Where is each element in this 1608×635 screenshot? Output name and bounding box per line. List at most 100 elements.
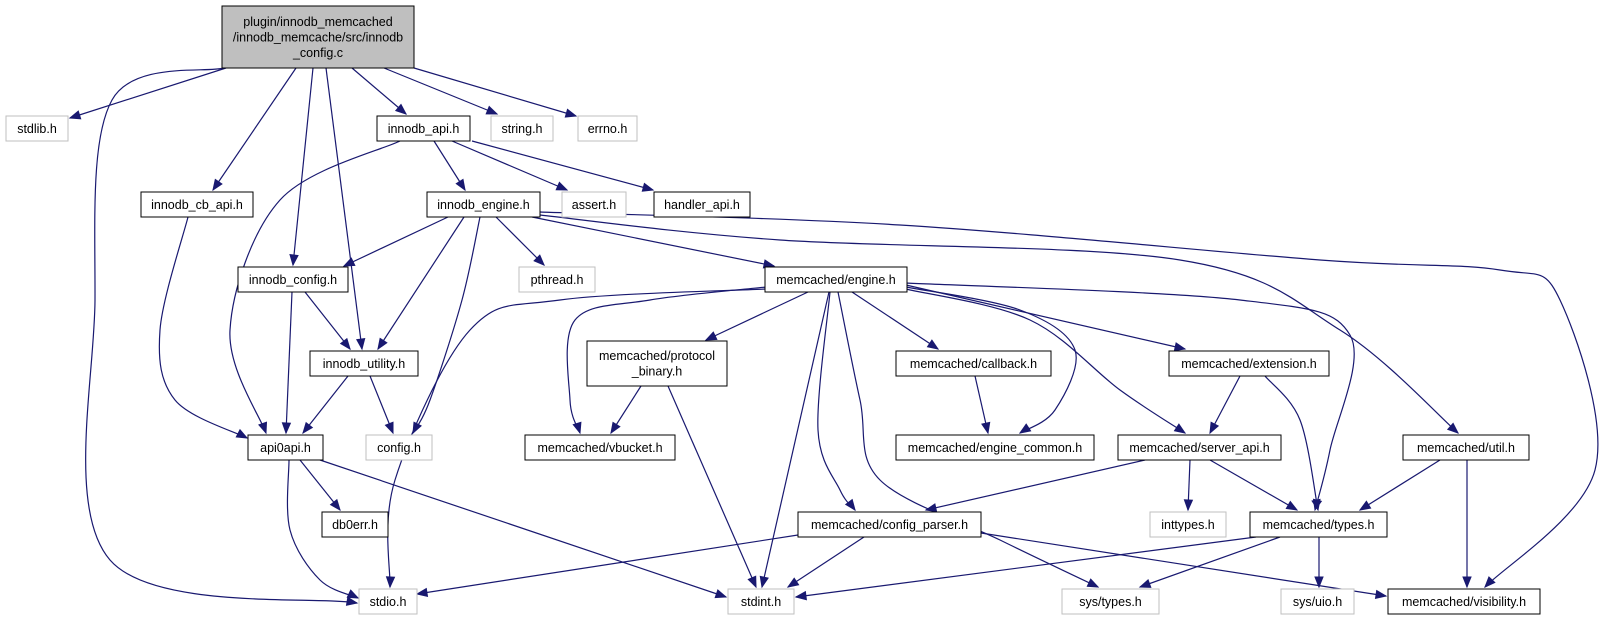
- node-mc-types[interactable]: memcached/types.h: [1249, 511, 1388, 538]
- edge-line: [795, 536, 1257, 598]
- edge-innodb_engine-to-pthread: [495, 216, 545, 266]
- node-handler-api[interactable]: handler_api.h: [653, 191, 751, 218]
- edge-mc_server_api-to-mc_types: [1209, 459, 1299, 511]
- node-label: memcached/types.h: [1263, 518, 1375, 532]
- node-label: innodb_utility.h: [323, 357, 406, 371]
- node-label: stdio.h: [370, 595, 407, 609]
- node-box: [140, 191, 254, 218]
- edge-arrowhead: [844, 498, 856, 512]
- node-mc-server-api[interactable]: memcached/server_api.h: [1117, 434, 1282, 461]
- node-label: db0err.h: [332, 518, 378, 532]
- node-label: memcached/engine.h: [776, 273, 896, 287]
- edge-line: [1209, 375, 1241, 434]
- node-label: string.h: [502, 122, 543, 136]
- edge-arrowhead: [714, 589, 728, 599]
- edge-arrowhead: [1173, 342, 1187, 352]
- node-root[interactable]: plugin/innodb_memcached/innodb_memcache/…: [221, 5, 415, 69]
- edge-arrowhead: [1173, 423, 1187, 434]
- edge-line: [667, 385, 757, 588]
- edge-mc_server_api-to-mc_config_parser: [924, 459, 1146, 513]
- node-label: _config.c: [292, 46, 343, 60]
- edge-arrowhead: [1138, 579, 1152, 588]
- edge-line: [925, 459, 1146, 511]
- node-mc-engine[interactable]: memcached/engine.h: [764, 266, 908, 293]
- edge-arrowhead: [1446, 422, 1460, 434]
- edge-arrowhead: [415, 587, 429, 598]
- node-innodb-engine[interactable]: innodb_engine.h: [426, 191, 541, 218]
- node-mc-util[interactable]: memcached/util.h: [1402, 434, 1530, 461]
- node-label: plugin/innodb_memcached: [243, 15, 392, 29]
- edge-arrowhead: [786, 577, 800, 588]
- edge-mc_util-to-mc_visibility: [1462, 460, 1472, 589]
- edge-line: [229, 140, 401, 434]
- edge-mc_config_parser-to-stdint: [786, 536, 865, 588]
- node-box: [309, 350, 419, 377]
- node-db0err[interactable]: db0err.h: [321, 511, 389, 538]
- edge-line: [383, 67, 498, 115]
- node-mc-protocol-binary[interactable]: memcached/protocol_binary.h: [586, 340, 728, 387]
- node-label: inttypes.h: [1161, 518, 1215, 532]
- edge-line: [1209, 459, 1298, 511]
- edge-line: [705, 291, 809, 341]
- edge-innodb_engine-to-mc_util: [539, 214, 1460, 434]
- edge-root-to-stdlib: [68, 67, 227, 120]
- node-mc-engine-common[interactable]: memcached/engine_common.h: [895, 434, 1095, 461]
- node-sys-types: sys/types.h: [1061, 588, 1160, 615]
- edge-innodb_engine-to-mc_engine: [531, 216, 776, 269]
- edge-line: [539, 211, 1599, 588]
- edge-arrowhead: [564, 108, 578, 118]
- node-mc-extension[interactable]: memcached/extension.h: [1168, 350, 1330, 377]
- node-mc-visibility[interactable]: memcached/visibility.h: [1387, 588, 1541, 615]
- edge-innodb_utility-to-config: [369, 375, 394, 435]
- node-box: [1117, 434, 1282, 461]
- edge-mc_server_api-to-inttypes: [1183, 459, 1194, 512]
- edge-arrowhead: [258, 421, 268, 435]
- node-label: sys/types.h: [1079, 595, 1142, 609]
- edge-arrowhead: [1311, 498, 1321, 512]
- edge-line: [285, 291, 293, 434]
- node-innodb-config[interactable]: innodb_config.h: [237, 266, 349, 293]
- edge-line: [905, 282, 1355, 511]
- edge-mc_engine-to-mc_config_parser: [817, 291, 856, 512]
- edge-arrowhead: [924, 503, 938, 513]
- edge-arrowhead: [794, 590, 807, 601]
- node-innodb-api[interactable]: innodb_api.h: [376, 115, 471, 142]
- node-box: [1249, 511, 1388, 538]
- edge-innodb_cb_api-to-api0api: [158, 216, 249, 439]
- edge-line: [302, 375, 349, 434]
- edge-innodb_config-to-innodb_utility: [304, 291, 351, 351]
- edge-line: [286, 459, 359, 599]
- node-mc-vbucket[interactable]: memcached/vbucket.h: [524, 434, 676, 461]
- edge-line: [158, 216, 248, 439]
- edge-arrowhead: [1183, 499, 1194, 512]
- edge-line: [325, 67, 363, 350]
- edge-mc_protocol_binary-to-stdint: [667, 385, 757, 589]
- edge-mc_engine-to-mc_server_api: [905, 288, 1187, 434]
- node-stdio: stdio.h: [358, 588, 418, 615]
- edge-arrowhead: [377, 337, 388, 351]
- edge-mc_callback-to-mc_engine_common: [974, 375, 991, 435]
- edge-line: [1139, 536, 1281, 588]
- node-innodb-cb-api[interactable]: innodb_cb_api.h: [140, 191, 254, 218]
- node-box: [358, 588, 418, 615]
- edge-line: [837, 291, 1099, 588]
- edge-line: [566, 286, 767, 434]
- node-api0api[interactable]: api0api.h: [247, 434, 324, 461]
- node-mc-config-parser[interactable]: memcached/config_parser.h: [797, 511, 982, 538]
- node-box: [577, 115, 638, 142]
- edge-line: [387, 288, 766, 588]
- edge-arrowhead: [455, 178, 466, 192]
- node-label: _binary.h: [631, 365, 683, 379]
- edge-innodb_engine-to-mc_visibility: [539, 211, 1599, 588]
- edge-arrowhead: [345, 596, 359, 606]
- node-box: [895, 350, 1052, 377]
- edge-line: [787, 536, 865, 588]
- edge-arrowhead: [329, 498, 341, 512]
- edge-mc_extension-to-mc_server_api: [1209, 375, 1241, 435]
- node-box: [247, 434, 324, 461]
- edge-innodb_utility-to-api0api: [302, 375, 349, 435]
- node-innodb-utility[interactable]: innodb_utility.h: [309, 350, 419, 377]
- node-mc-callback[interactable]: memcached/callback.h: [895, 350, 1052, 377]
- edge-innodb_engine-to-config: [412, 216, 481, 435]
- edge-line: [343, 216, 449, 267]
